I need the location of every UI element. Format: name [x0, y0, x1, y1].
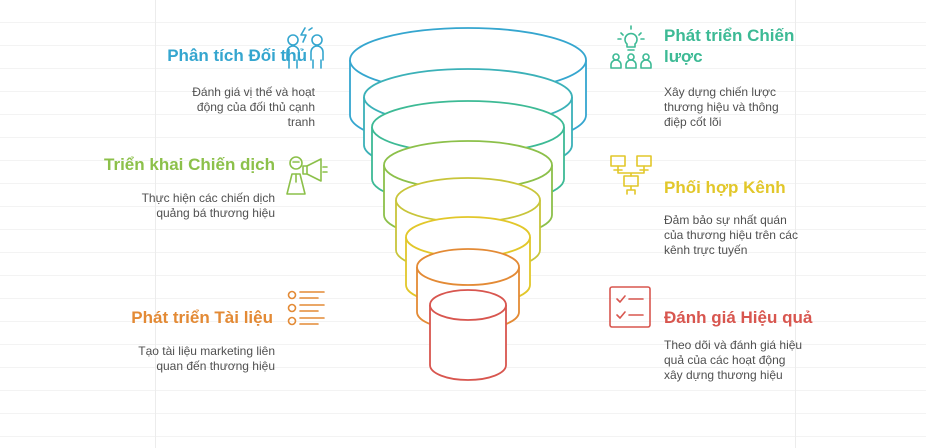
item-title: Phối hợp Kênh — [664, 178, 786, 197]
document-list-icon — [287, 290, 325, 326]
item-title: Phát triển Tài liệu — [131, 308, 273, 327]
item-description: Theo dõi và đánh giá hiệu quả của các ho… — [664, 338, 803, 382]
grid-line — [155, 0, 156, 448]
item-material-development: Phát triển Tài liệu Tạo tài liệu marketi… — [95, 307, 275, 374]
item-description: Xây dựng chiến lược thương hiệu và thông… — [664, 85, 779, 129]
item-campaign-deployment: Triển khai Chiến dịch Thực hiện các chiế… — [95, 154, 275, 221]
item-strategy-development: Phát triển Chiến lược Xây dựng chiến lượ… — [664, 25, 824, 130]
funnel-layer — [429, 289, 507, 381]
item-description: Đánh giá vị thế và hoạt động của đối thủ… — [192, 85, 315, 129]
grid-line — [795, 0, 796, 448]
item-description: Tạo tài liệu marketing liên quan đến thư… — [138, 344, 275, 373]
item-performance-evaluation: Đánh giá Hiệu quả Theo dõi và đánh giá h… — [664, 307, 824, 383]
item-title: Phát triển Chiến lược — [664, 26, 795, 66]
people-idea-icon — [286, 27, 324, 69]
lightbulb-team-icon — [610, 25, 652, 69]
item-title: Đánh giá Hiệu quả — [664, 308, 813, 327]
item-description: Đảm bảo sự nhất quán của thương hiệu trê… — [664, 213, 798, 257]
checklist-icon — [609, 286, 651, 328]
megaphone-person-icon — [286, 156, 328, 195]
item-competitor-analysis: Phân tích Đối thủ Đánh giá vị thế và hoạ… — [135, 45, 315, 130]
network-screens-icon — [610, 155, 652, 195]
item-title: Phân tích Đối thủ — [167, 46, 307, 65]
item-channel-coordination: Phối hợp Kênh Đảm bảo sự nhất quán của t… — [664, 177, 824, 258]
item-description: Thực hiện các chiến dịch quảng bá thương… — [141, 191, 275, 220]
item-title: Triển khai Chiến dịch — [104, 155, 275, 174]
